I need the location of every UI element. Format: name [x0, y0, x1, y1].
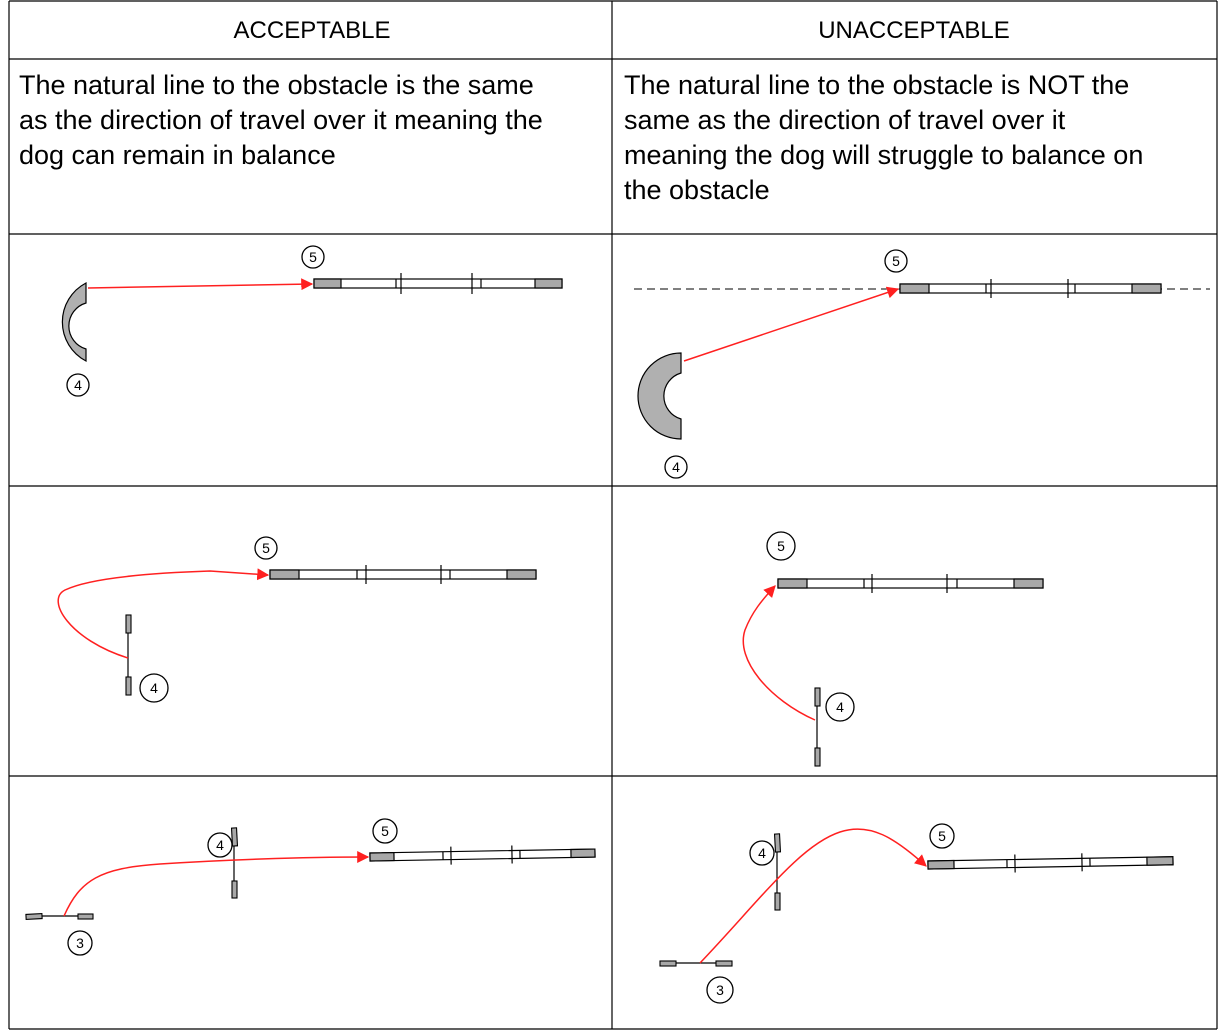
obstacle-number-badge: 5	[254, 536, 278, 560]
svg-text:5: 5	[381, 823, 389, 839]
description-line: meaning the dog will struggle to balance…	[624, 140, 1143, 170]
description-unacceptable: The natural line to the obstacle is NOT …	[624, 70, 1143, 205]
jump-icon	[659, 960, 733, 967]
obstacle-number-badge: 4	[825, 692, 855, 722]
svg-text:4: 4	[672, 459, 680, 475]
diagram-row3-acceptable: 5 4 3	[25, 818, 596, 956]
jump-icon	[25, 913, 94, 920]
svg-text:3: 3	[76, 935, 84, 951]
jump-icon	[230, 827, 239, 899]
diagram-row1-unacceptable: 5 4	[634, 249, 1210, 479]
svg-text:4: 4	[836, 699, 844, 715]
dog-path-line	[683, 286, 900, 362]
svg-text:5: 5	[309, 249, 317, 265]
header-acceptable: ACCEPTABLE	[234, 17, 391, 44]
diagram-row3-unacceptable: 5 4 3	[659, 823, 1174, 1004]
dog-walk-icon	[899, 279, 1162, 298]
obstacle-number-badge: 5	[301, 245, 325, 269]
description-line: The natural line to the obstacle is the …	[19, 70, 534, 100]
jump-icon	[125, 614, 132, 696]
svg-text:5: 5	[938, 828, 946, 844]
diagram-row1-acceptable: 5 4	[61, 245, 563, 397]
svg-text:4: 4	[74, 377, 82, 393]
dog-path-line	[87, 278, 314, 291]
obstacle-number-badge: 4	[207, 832, 233, 858]
dog-path-line	[742, 585, 816, 721]
obstacle-number-badge: 5	[766, 531, 796, 561]
obstacle-number-badge: 4	[139, 673, 169, 703]
dog-path-line	[57, 568, 270, 659]
header-unacceptable: UNACCEPTABLE	[818, 17, 1010, 44]
obstacle-number-badge: 4	[749, 840, 775, 866]
obstacle-number-badge: 4	[664, 455, 688, 479]
description-line: the obstacle	[624, 175, 770, 205]
svg-text:4: 4	[150, 680, 158, 696]
obstacle-number-badge: 5	[372, 818, 398, 844]
svg-text:5: 5	[777, 538, 785, 554]
obstacle-number-badge: 3	[706, 976, 734, 1004]
obstacle-number-badge: 3	[67, 930, 93, 956]
svg-text:5: 5	[892, 253, 900, 269]
svg-text:4: 4	[216, 837, 224, 853]
obstacle-number-badge: 4	[66, 373, 90, 397]
jump-icon	[773, 833, 782, 911]
jump-icon	[814, 687, 821, 767]
dog-walk-icon	[369, 845, 596, 865]
dog-walk-icon	[269, 565, 537, 584]
diagram-row2-acceptable: 5 4	[57, 536, 537, 703]
table-grid	[8, 0, 1218, 1030]
dog-walk-icon	[777, 574, 1044, 593]
description-acceptable: The natural line to the obstacle is the …	[19, 70, 543, 170]
dog-path-line	[699, 828, 927, 964]
tunnel-icon	[61, 282, 87, 362]
svg-text:3: 3	[716, 982, 724, 998]
diagram-row2-unacceptable: 5 4	[742, 531, 1044, 767]
description-line: dog can remain in balance	[19, 140, 336, 170]
dog-walk-icon	[927, 853, 1174, 873]
svg-text:4: 4	[758, 845, 766, 861]
description-line: same as the direction of travel over it	[624, 105, 1066, 135]
description-line: The natural line to the obstacle is NOT …	[624, 70, 1129, 100]
obstacle-number-badge: 5	[929, 823, 955, 849]
dog-walk-icon	[313, 273, 563, 294]
description-line: as the direction of travel over it meani…	[19, 105, 543, 135]
obstacle-number-badge: 5	[884, 249, 908, 273]
tunnel-icon	[637, 352, 682, 440]
dog-path-line	[63, 851, 370, 917]
svg-text:5: 5	[262, 540, 270, 556]
